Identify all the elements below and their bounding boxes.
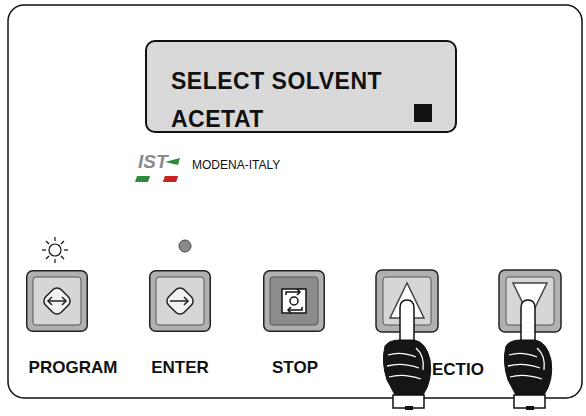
button-face	[270, 277, 318, 325]
button-label: STOP	[272, 358, 318, 378]
display-text: ACETAT	[171, 106, 264, 133]
maker-location: MODENA-ITALY	[192, 158, 280, 172]
panel-outline	[8, 5, 582, 398]
lcd-display: SELECT SOLVENT ACETAT	[145, 40, 457, 133]
enter-icon	[164, 285, 195, 316]
pointing-hand	[504, 300, 551, 410]
enter-led	[179, 240, 191, 252]
pointing-hand	[383, 300, 430, 410]
logo-text: IST	[138, 151, 168, 173]
button-label: ENTER	[151, 358, 209, 378]
button-label: PROGRAM	[29, 358, 118, 378]
program-lamp	[42, 237, 68, 263]
button-face	[33, 277, 81, 325]
display-text: SELECT SOLVENT	[171, 68, 382, 95]
lcd-cursor	[414, 104, 432, 122]
button-frame	[27, 271, 88, 332]
button-frame	[150, 271, 211, 332]
button-group-label: ECTIO	[432, 360, 484, 380]
stop-icon	[282, 289, 306, 313]
button-face	[156, 277, 204, 325]
button-frame	[264, 271, 325, 332]
program-icon	[41, 285, 72, 316]
